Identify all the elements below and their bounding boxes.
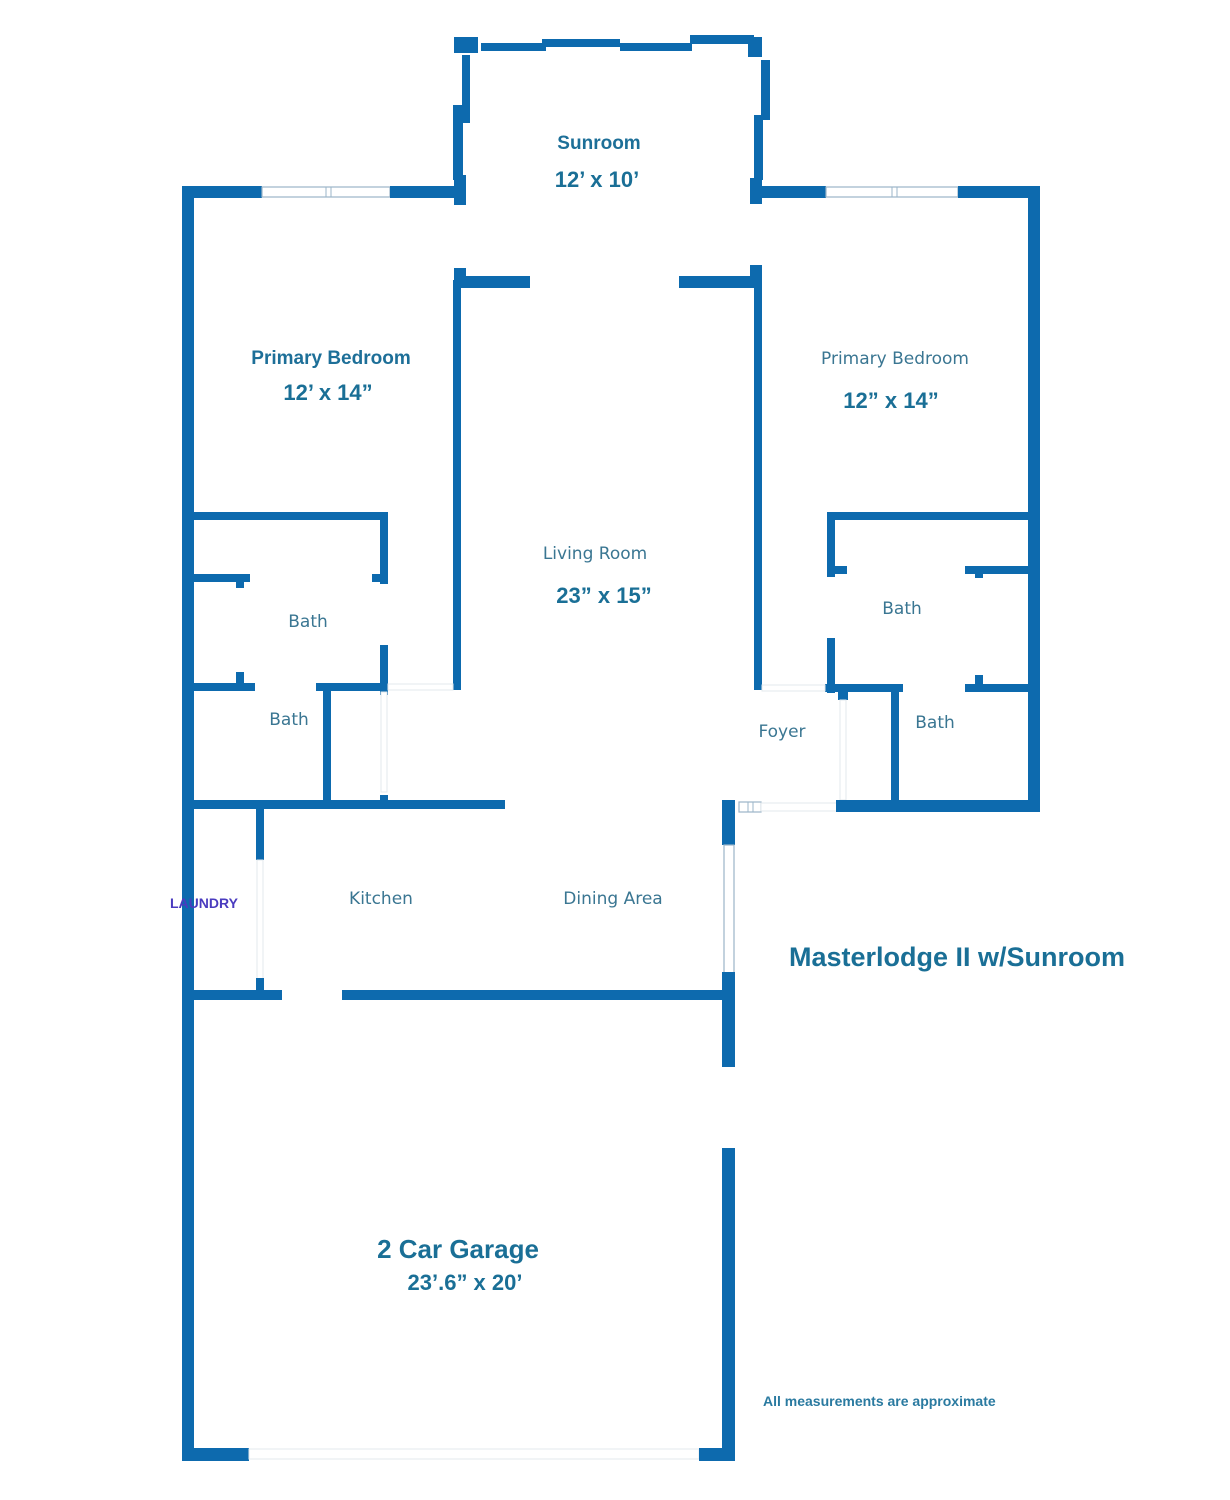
sunroom-dimensions: 12’ x 10’ bbox=[554, 167, 640, 192]
primary-bedroom-left-name: Primary Bedroom bbox=[251, 348, 411, 369]
kitchen-name: Kitchen bbox=[349, 889, 413, 909]
right-wing-walls bbox=[754, 186, 1040, 812]
bath-right-upper-name: Bath bbox=[882, 599, 922, 619]
foyer-name: Foyer bbox=[758, 722, 806, 742]
kitchen-walls bbox=[190, 800, 840, 1067]
plan-title: Masterlodge II w/Sunroom bbox=[789, 942, 1126, 972]
measurement-note: All measurements are approximate bbox=[763, 1393, 996, 1409]
sunroom-walls bbox=[453, 35, 770, 288]
primary-bedroom-right-name: Primary Bedroom bbox=[821, 349, 969, 369]
living-room-dimensions: 23” x 15” bbox=[556, 583, 652, 608]
laundry-name: LAUNDRY bbox=[170, 895, 238, 911]
living-room-name: Living Room bbox=[542, 544, 648, 564]
primary-bedroom-right-dimensions: 12” x 14” bbox=[843, 388, 939, 413]
bath-left-lower-name: Bath bbox=[269, 710, 309, 730]
bath-right-lower-name: Bath bbox=[915, 713, 955, 733]
left-wing-walls bbox=[182, 186, 505, 1461]
garage-walls bbox=[182, 1148, 735, 1461]
primary-bedroom-left-dimensions: 12’ x 14” bbox=[283, 380, 373, 405]
garage-name: 2 Car Garage bbox=[377, 1234, 539, 1264]
sunroom-name: Sunroom bbox=[557, 133, 641, 154]
garage-dimensions: 23’.6” x 20’ bbox=[407, 1270, 523, 1295]
dining-area-name: Dining Area bbox=[563, 889, 663, 909]
bath-left-upper-name: Bath bbox=[288, 612, 328, 632]
